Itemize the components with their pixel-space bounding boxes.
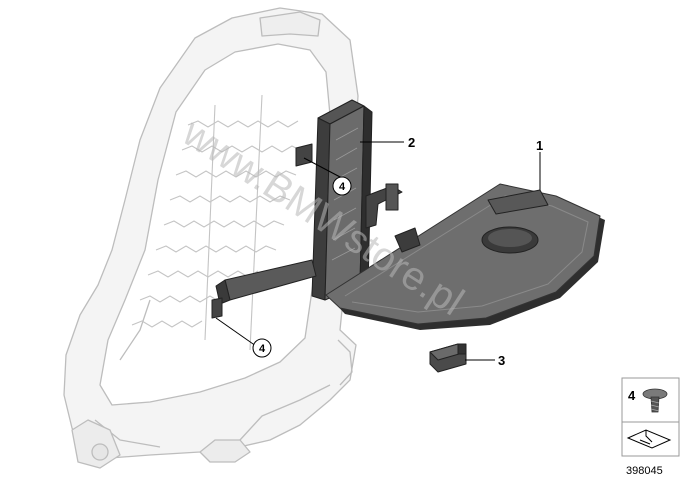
callout-4-upper: 4: [332, 176, 352, 196]
screw-icon: [642, 388, 668, 413]
callout-3: 3: [498, 353, 505, 368]
fastener-arrow-icon: [626, 429, 672, 449]
leader-lines: [215, 141, 541, 361]
legend-box: 4: [621, 377, 680, 457]
seat-backrest-frame: [63, 7, 359, 469]
mounting-bracket: [211, 99, 403, 319]
folding-tray: [325, 183, 605, 330]
callout-4-lower-label: 4: [259, 343, 266, 355]
seat-spring-mesh: [131, 94, 301, 351]
callout-1: 1: [536, 138, 543, 153]
callout-2: 2: [408, 135, 415, 150]
callout-4-lower: 4: [252, 338, 272, 358]
diagram-id: 398045: [626, 465, 663, 477]
latch-clip: [429, 343, 467, 373]
legend-item-number: 4: [628, 388, 636, 403]
callout-4-upper-label: 4: [339, 181, 346, 193]
